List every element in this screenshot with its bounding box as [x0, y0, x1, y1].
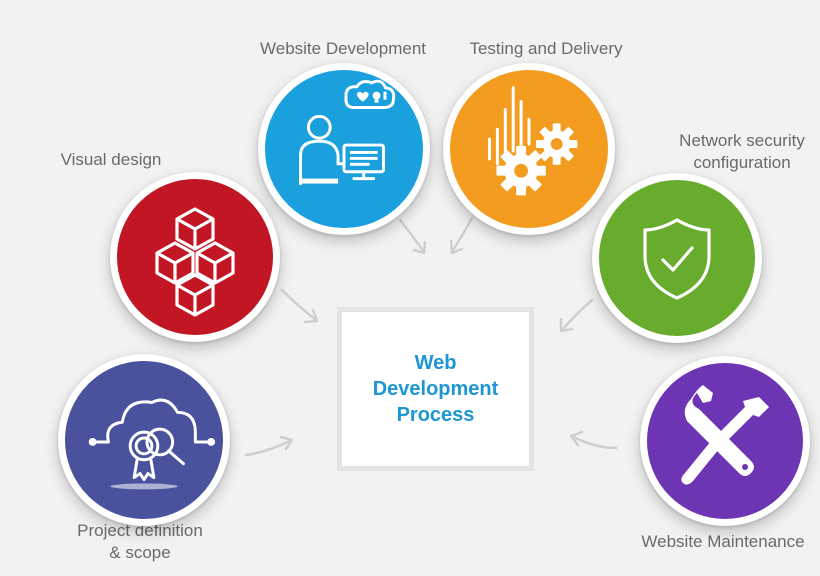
label-website-maintenance: Website Maintenance	[641, 532, 805, 551]
cloud-magnifier-icon	[88, 398, 216, 490]
label-project-definition-line2: & scope	[109, 543, 171, 562]
center-title-line1: Web	[414, 352, 457, 374]
label-project-definition-line1: Project definition	[77, 521, 203, 540]
label-network-security-line1: Network security	[679, 131, 805, 150]
label-project-definition: Project definition & scope	[60, 520, 220, 564]
arrow-visual-design	[280, 288, 318, 322]
circle-visual-design	[110, 172, 280, 342]
wrench-screwdriver-icon	[681, 385, 769, 485]
arrow-project-definition	[244, 438, 294, 457]
label-visual-design: Visual design	[60, 150, 162, 169]
cubes-icon	[155, 207, 235, 317]
label-network-security: Network security configuration	[664, 130, 820, 174]
label-testing-delivery: Testing and Delivery	[469, 39, 623, 58]
developer-computer-icon	[299, 79, 396, 186]
center-title-line2: Development	[372, 378, 499, 400]
circle-website-maintenance	[640, 356, 810, 526]
circle-website-development	[258, 63, 430, 235]
arrow-website-maintenance	[570, 434, 618, 450]
arrow-network-security	[560, 298, 594, 332]
center-title-box: Web Development Process	[337, 307, 534, 471]
circle-project-definition	[58, 354, 230, 526]
shield-check-icon	[643, 218, 711, 300]
label-network-security-line2: configuration	[693, 153, 791, 172]
gears-chart-icon	[488, 86, 578, 196]
circle-network-security	[592, 173, 762, 343]
label-website-development: Website Development	[260, 39, 426, 58]
circle-testing-delivery	[443, 63, 615, 235]
center-title-line3: Process	[396, 404, 475, 426]
